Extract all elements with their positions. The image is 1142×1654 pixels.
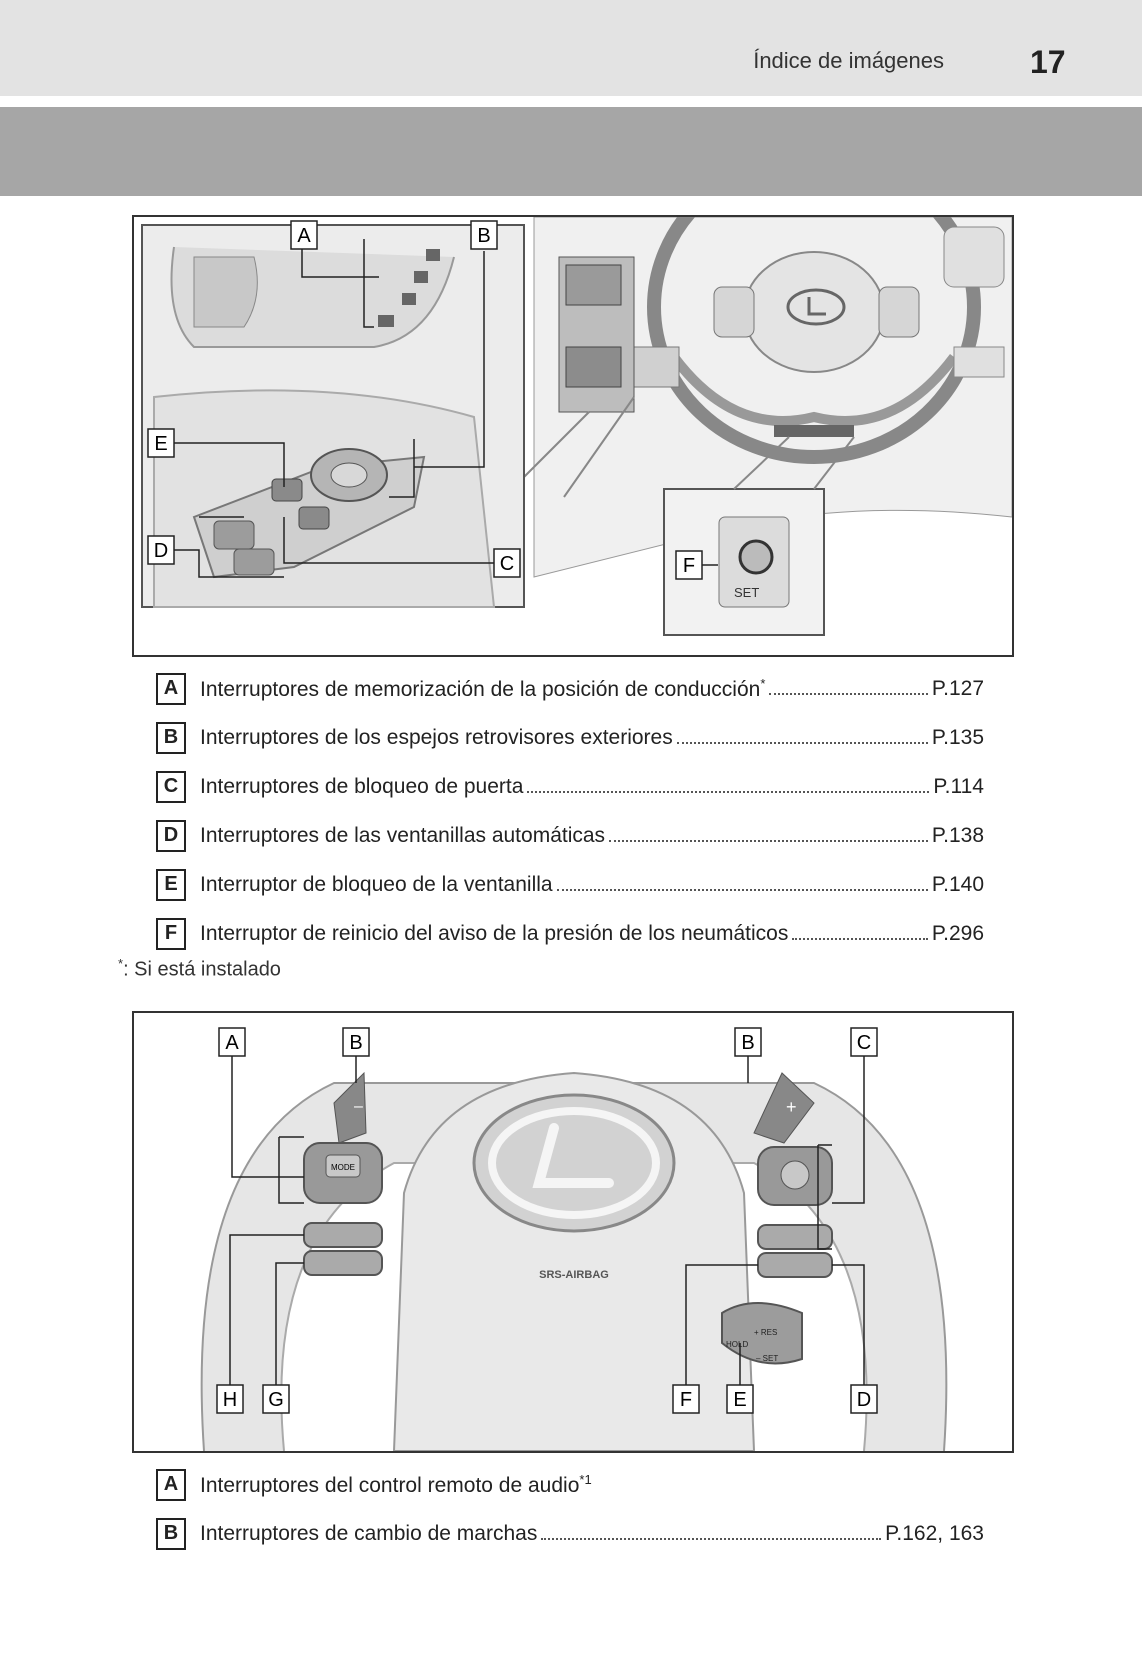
- set-label: SET: [734, 585, 759, 600]
- page-ref: P.114: [933, 774, 984, 798]
- figure-steering-wheel: SRS-AIRBAG – + MODE + RES HOLD – SET: [132, 1011, 1014, 1453]
- figure-door-switches: SET A B E D C F: [132, 215, 1014, 657]
- svg-text:C: C: [857, 1032, 871, 1054]
- svg-text:B: B: [477, 225, 490, 247]
- callout-f: F: [672, 1384, 700, 1414]
- callout-d: D: [147, 535, 175, 565]
- callout-c: C: [493, 548, 521, 578]
- callout-g: G: [262, 1384, 290, 1414]
- callout-a: A: [290, 220, 318, 250]
- svg-text:–: –: [354, 1098, 363, 1115]
- section-band: [0, 107, 1142, 196]
- badge-f: F: [156, 917, 186, 950]
- badge-e: E: [156, 868, 186, 901]
- legend-row-d: D Interruptores de las ventanillas autom…: [156, 811, 984, 860]
- legend-row-f: F Interruptor de reinicio del aviso de l…: [156, 909, 984, 958]
- legend-text: Interruptores de las ventanillas automát…: [200, 823, 606, 847]
- callout-b: B: [470, 220, 498, 250]
- svg-text:D: D: [154, 540, 168, 562]
- leader-dots: [527, 791, 930, 793]
- svg-text:D: D: [857, 1389, 871, 1411]
- svg-text:G: G: [268, 1389, 284, 1411]
- svg-text:C: C: [500, 553, 514, 575]
- badge-c: C: [156, 770, 186, 803]
- page-number: 17: [1030, 44, 1066, 80]
- leader-dots: [609, 840, 928, 842]
- leader-dots: [556, 889, 928, 891]
- door-dashboard-illustration: SET A B E D C F: [134, 217, 1012, 655]
- callout-f: F: [675, 550, 703, 580]
- badge-d: D: [156, 819, 186, 852]
- leader-dots: [769, 693, 928, 695]
- legend-text: Interruptores de cambio de marchas: [200, 1521, 538, 1545]
- badge-b: B: [156, 721, 186, 754]
- legend-row-c: C Interruptores de bloqueo de puerta P.1…: [156, 762, 984, 811]
- legend-row-a: A Interruptores de memorización de la po…: [156, 664, 984, 713]
- hold-label: HOLD: [726, 1340, 748, 1349]
- callout-a: A: [218, 1027, 246, 1057]
- badge-b: B: [156, 1517, 186, 1550]
- leader-dots: [676, 742, 928, 744]
- legend-list-1: A Interruptores de memorización de la po…: [156, 664, 984, 958]
- svg-text:+: +: [786, 1097, 797, 1117]
- res-label: + RES: [754, 1328, 777, 1337]
- page-ref: P.138: [931, 823, 984, 847]
- callout-e: E: [147, 428, 175, 458]
- legend-row-a: A Interruptores del control remoto de au…: [156, 1460, 984, 1509]
- callout-b-right: B: [734, 1027, 762, 1057]
- legend-text: Interruptor de reinicio del aviso de la …: [200, 921, 789, 945]
- header-title: Índice de imágenes: [753, 48, 944, 73]
- badge-a: A: [156, 672, 186, 705]
- legend-list-2: A Interruptores del control remoto de au…: [156, 1460, 984, 1558]
- header-band: [0, 0, 1142, 96]
- legend-text: Interruptores de los espejos retrovisore…: [200, 725, 673, 749]
- legend-text: Interruptor de bloqueo de la ventanilla: [200, 872, 553, 896]
- legend-text: Interruptores del control remoto de audi…: [200, 1471, 592, 1497]
- callout-d: D: [850, 1384, 878, 1414]
- callout-c: C: [850, 1027, 878, 1057]
- svg-text:F: F: [683, 555, 695, 577]
- svg-text:B: B: [741, 1032, 754, 1054]
- leader-dots: [792, 938, 928, 940]
- footnote: *: Si está instalado: [118, 956, 281, 982]
- legend-row-e: E Interruptor de bloqueo de la ventanill…: [156, 860, 984, 909]
- footnote-text: : Si está instalado: [123, 958, 281, 981]
- svg-text:H: H: [223, 1389, 237, 1411]
- page-ref: P.162, 163: [885, 1521, 984, 1545]
- set-label-lever: – SET: [756, 1354, 778, 1363]
- legend-row-b: B Interruptores de cambio de marchas P.1…: [156, 1509, 984, 1558]
- airbag-label: SRS-AIRBAG: [539, 1269, 609, 1281]
- callout-b-left: B: [342, 1027, 370, 1057]
- callout-h: H: [216, 1384, 244, 1414]
- svg-text:B: B: [349, 1032, 362, 1054]
- svg-text:F: F: [680, 1389, 692, 1411]
- legend-row-b: B Interruptores de los espejos retroviso…: [156, 713, 984, 762]
- callout-e: E: [726, 1384, 754, 1414]
- svg-text:E: E: [154, 433, 167, 455]
- footnote-mark: *: [118, 956, 124, 971]
- svg-text:E: E: [733, 1389, 746, 1411]
- svg-text:A: A: [225, 1032, 239, 1054]
- legend-text: Interruptores de memorización de la posi…: [200, 675, 766, 701]
- page-ref: P.127: [931, 676, 984, 700]
- page-ref: P.140: [931, 872, 984, 896]
- steering-wheel-illustration: SRS-AIRBAG – + MODE + RES HOLD – SET: [134, 1013, 1012, 1451]
- svg-text:A: A: [297, 225, 311, 247]
- mode-label: MODE: [331, 1163, 355, 1172]
- leader-dots: [541, 1538, 882, 1540]
- badge-a: A: [156, 1468, 186, 1501]
- page-ref: P.135: [931, 725, 984, 749]
- page-ref: P.296: [931, 921, 984, 945]
- legend-text: Interruptores de bloqueo de puerta: [200, 774, 524, 798]
